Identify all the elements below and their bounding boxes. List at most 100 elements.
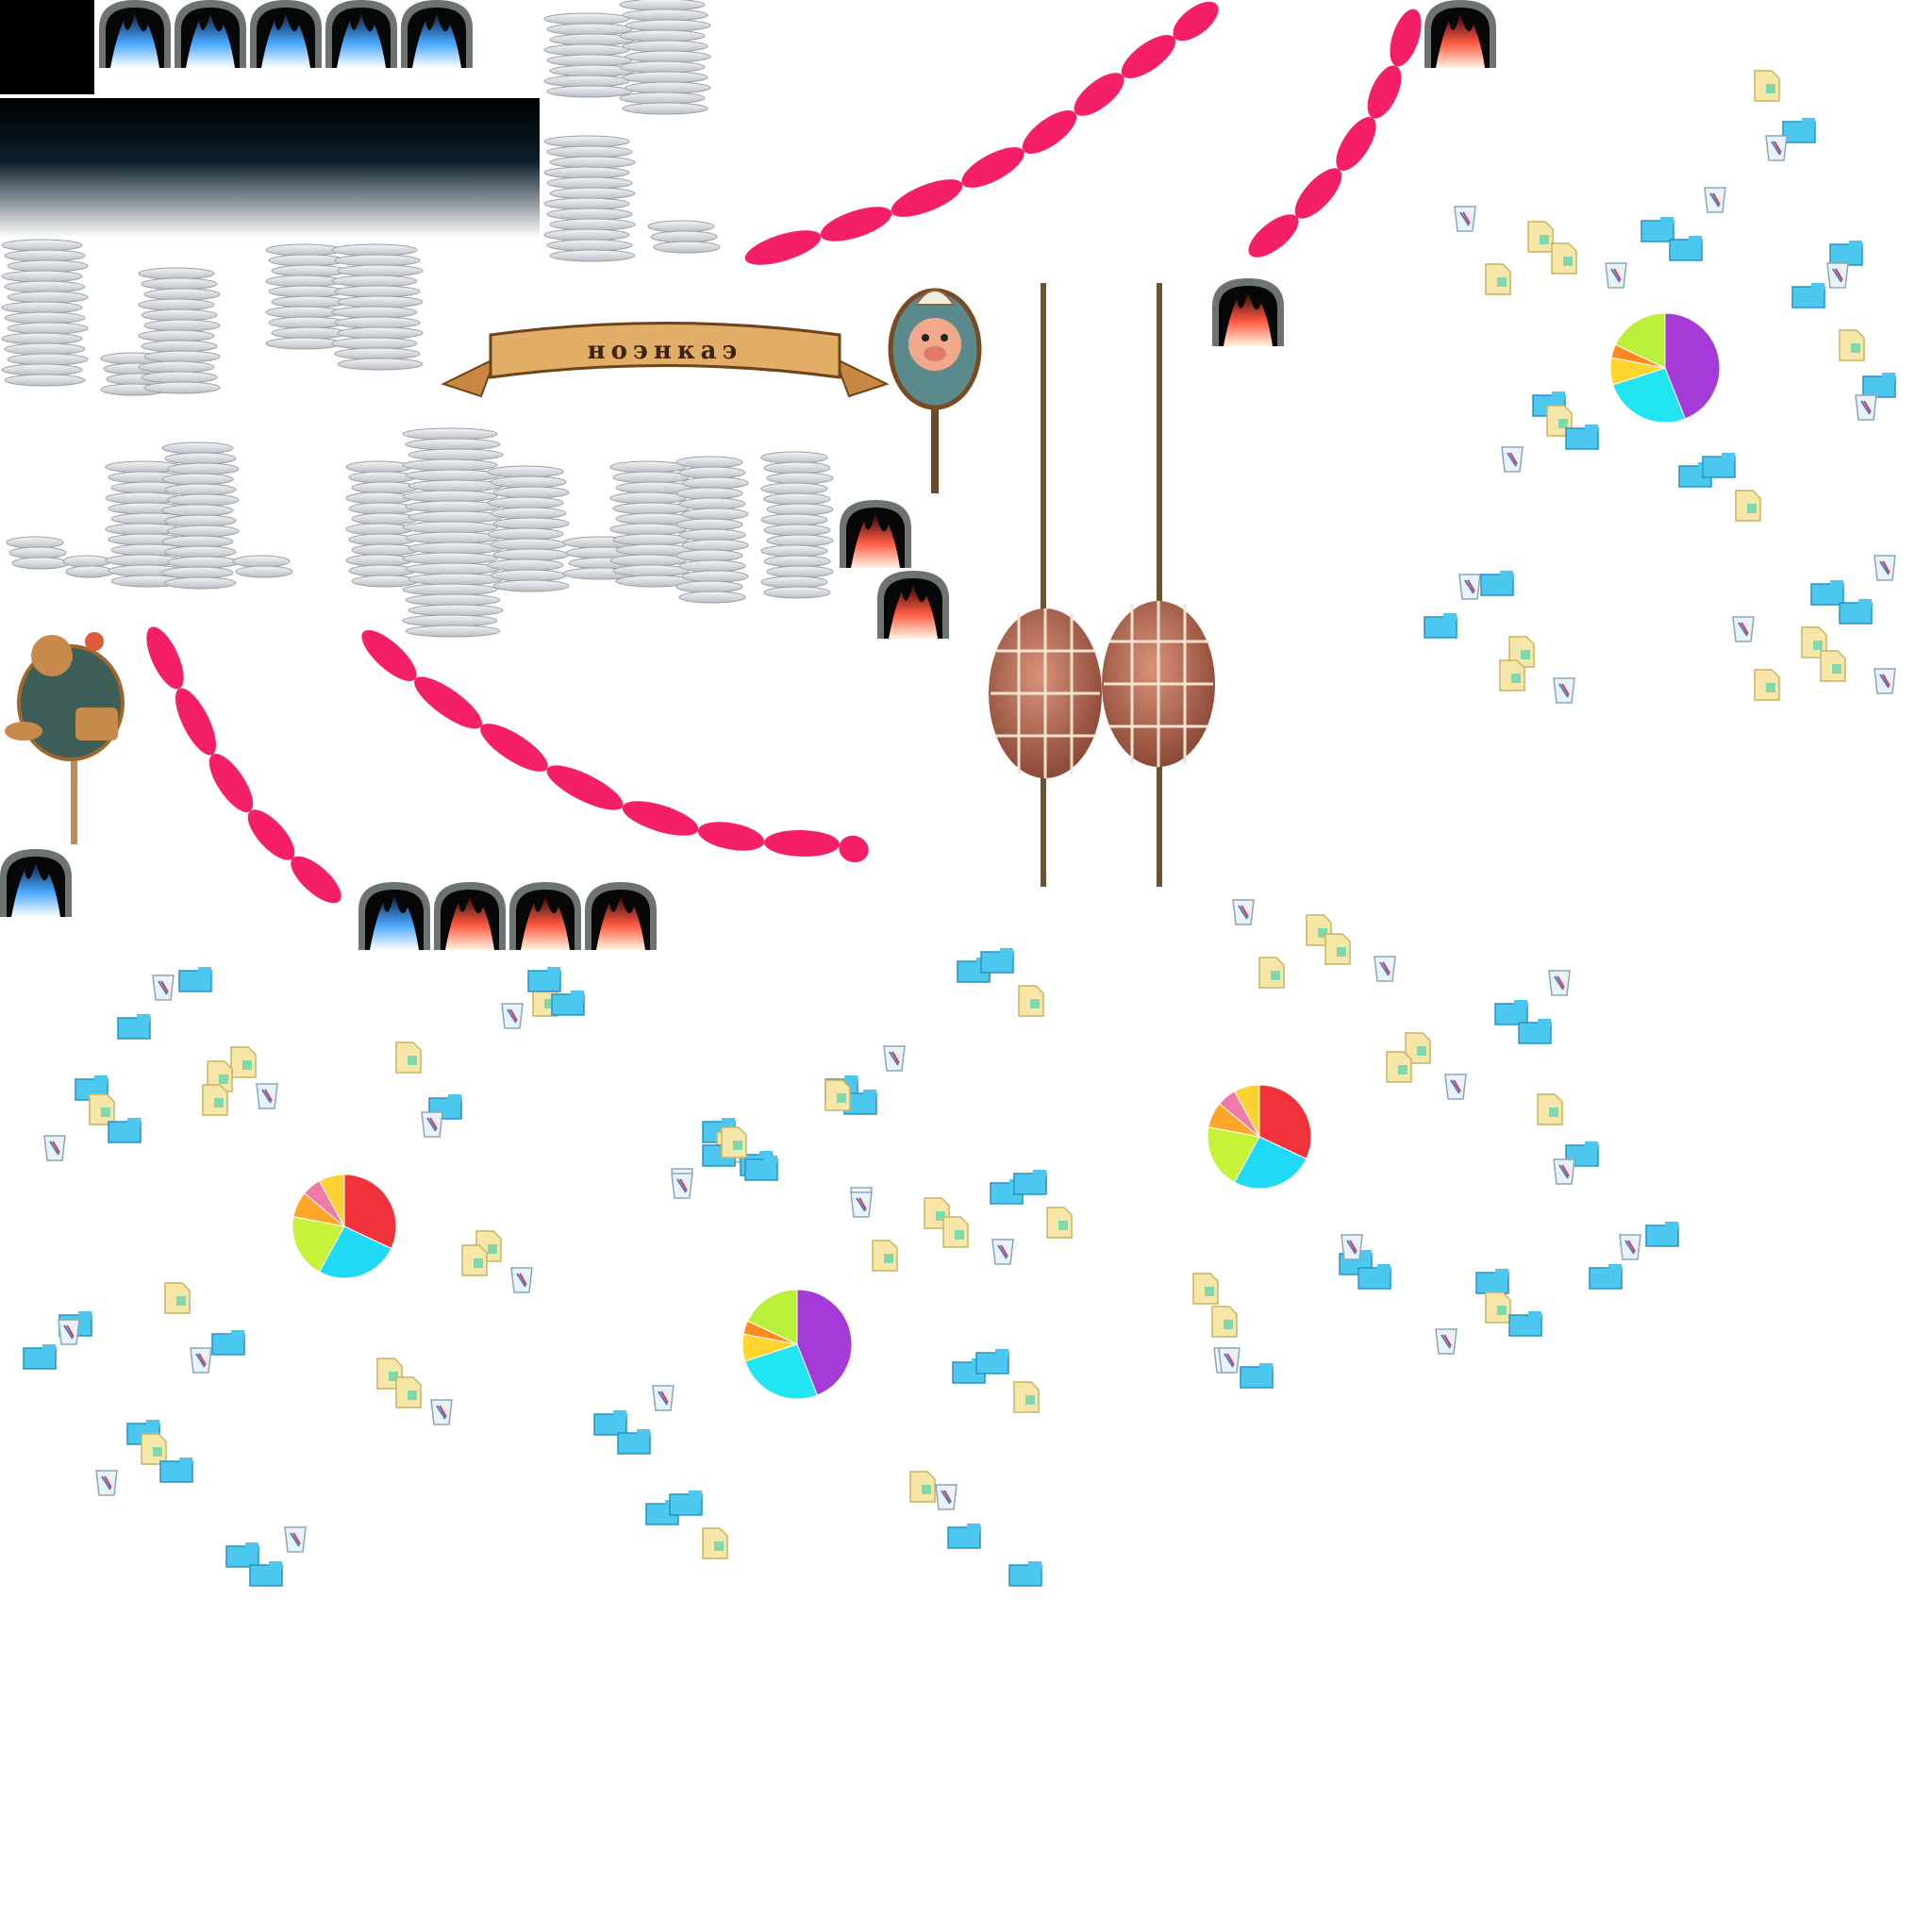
folder-icon	[1782, 118, 1816, 143]
pie-slice	[746, 1289, 798, 1345]
trash-icon	[1374, 956, 1396, 982]
folder-icon	[1013, 1170, 1047, 1195]
folder-icon	[1357, 1264, 1391, 1290]
pig-chef-sign	[888, 288, 982, 493]
folder-icon	[617, 1429, 651, 1455]
plate-stack	[6, 536, 70, 570]
folder-icon	[1791, 283, 1825, 308]
trash-icon	[1501, 446, 1524, 473]
plate-stack	[161, 441, 240, 590]
folder-icon	[23, 1344, 57, 1370]
trash-icon	[152, 974, 175, 1001]
plate-stack	[138, 267, 221, 394]
red-fire-frame	[1212, 278, 1284, 346]
sausage	[961, 147, 1024, 188]
plate-stack	[62, 555, 114, 578]
trash-icon	[190, 1347, 212, 1374]
trash-icon	[256, 1083, 278, 1109]
document-icon	[1801, 626, 1827, 658]
sausage	[146, 626, 184, 690]
blue-fire-frame	[401, 0, 473, 68]
document-icon	[89, 1093, 115, 1125]
banner-ribbon: ноэнкаэ	[441, 322, 890, 398]
trash-icon	[1435, 1328, 1457, 1355]
trash-icon	[1444, 1074, 1467, 1100]
sausage-chain	[146, 626, 341, 904]
trash-icon	[1704, 187, 1726, 213]
pie-slice	[1258, 1084, 1312, 1160]
trash-icon	[284, 1526, 307, 1553]
sausage	[208, 754, 254, 812]
document-icon	[1754, 669, 1780, 701]
trash-icon	[421, 1111, 443, 1138]
document-icon	[824, 1079, 851, 1111]
document-icon	[1192, 1273, 1219, 1305]
folder-icon	[1839, 599, 1873, 625]
trash-icon	[1341, 1234, 1363, 1260]
sausage	[291, 856, 341, 904]
folder-icon	[947, 1524, 981, 1549]
document-icon	[702, 1527, 728, 1559]
document-icon	[1013, 1381, 1040, 1413]
plate-stack	[543, 12, 636, 98]
trash-icon	[1553, 1158, 1575, 1185]
black-block	[0, 0, 94, 94]
folder-icon	[1641, 217, 1674, 242]
plate-stack	[1, 239, 89, 387]
plate-stack	[609, 460, 692, 588]
trash-icon	[58, 1319, 80, 1345]
document-icon	[1485, 1291, 1511, 1324]
folder-icon	[1475, 1269, 1509, 1294]
sausage	[1294, 168, 1342, 219]
pie-chart-icon	[291, 1174, 397, 1279]
folder-icon	[1669, 236, 1703, 261]
folder-icon	[551, 991, 585, 1016]
pie-slice	[1664, 312, 1721, 420]
document-icon	[1258, 957, 1285, 989]
pie-slice	[1612, 367, 1686, 424]
folder-icon	[159, 1457, 193, 1483]
document-icon	[461, 1244, 488, 1276]
meat-roll	[989, 608, 1102, 778]
sausage	[697, 822, 765, 851]
folder-icon	[1008, 1561, 1042, 1587]
folder-icon	[980, 948, 1014, 974]
red-fire-frame	[434, 882, 506, 950]
trash-icon	[1458, 574, 1481, 600]
blue-fire-frame	[250, 0, 322, 68]
pie-charts	[291, 312, 1721, 1400]
plate-stack	[105, 460, 188, 588]
sausage	[1022, 110, 1077, 154]
trash-icon	[652, 1385, 675, 1411]
pie-slice	[1614, 312, 1666, 369]
document-icon	[202, 1084, 228, 1116]
sky-gradient-strip	[0, 98, 540, 238]
pie-slice	[343, 1174, 397, 1250]
trash-icon	[991, 1239, 1014, 1265]
red-fire-frame	[877, 571, 949, 639]
pie-slice	[291, 1216, 345, 1273]
document-icon	[872, 1240, 898, 1272]
plate-stack	[232, 555, 293, 578]
icon-scatter	[23, 70, 1896, 1587]
document-icon	[1018, 985, 1044, 1017]
trash-icon	[1619, 1234, 1641, 1260]
document-icon	[1820, 650, 1846, 682]
trash-icon	[1874, 555, 1896, 581]
trash-icon	[1232, 899, 1255, 925]
trash-icon	[850, 1191, 873, 1218]
sausage	[546, 765, 624, 810]
meat-roll	[1102, 601, 1215, 767]
blue-fire-frame	[99, 0, 171, 68]
sausage	[1367, 65, 1402, 119]
document-icon	[1046, 1207, 1073, 1239]
folder-icon	[1589, 1264, 1623, 1290]
document-icon	[1499, 659, 1525, 691]
trash-icon	[1732, 616, 1755, 642]
document-icon	[164, 1282, 191, 1314]
document-icon	[1754, 70, 1780, 102]
sausage	[247, 809, 295, 860]
fire-frames	[0, 0, 1496, 950]
trash-icon	[1826, 262, 1849, 289]
trash-icon	[510, 1267, 533, 1293]
